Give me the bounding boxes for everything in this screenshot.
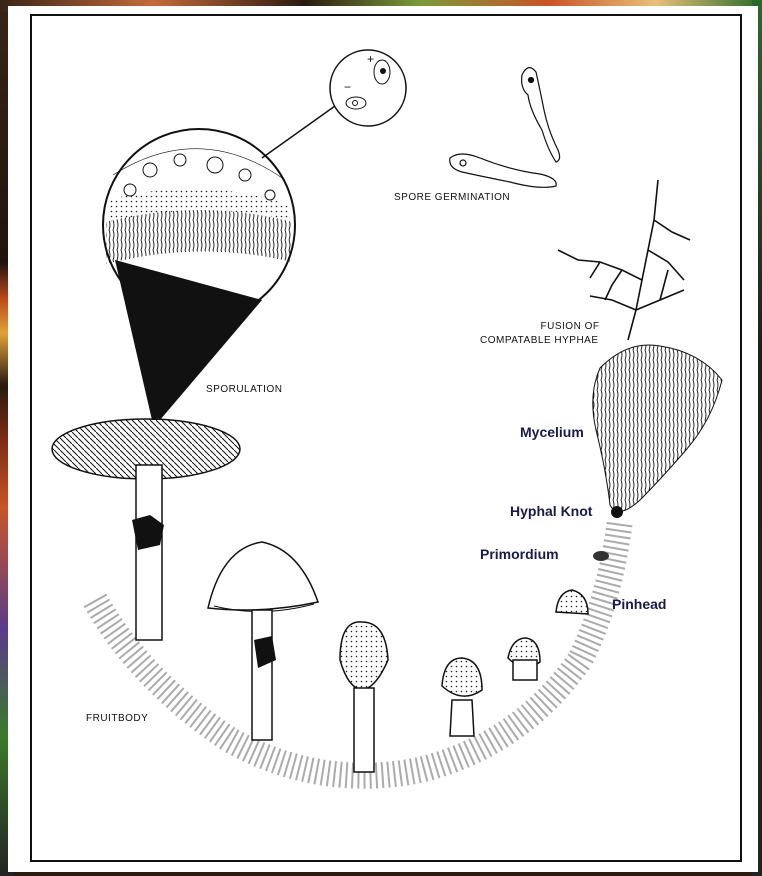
primordium-label: Primordium: [480, 546, 559, 562]
pinhead-label: Pinhead: [612, 596, 666, 612]
hyphal-knot-drawing: [611, 506, 623, 518]
hyphal-knot-label: Hyphal Knot: [510, 503, 592, 519]
pinhead-drawing: [556, 590, 588, 614]
branching-hyphae: [558, 180, 690, 340]
primordium-drawing: [593, 551, 609, 561]
mycelium-mass: [593, 345, 722, 511]
minus-mating-type-label: −: [344, 80, 352, 95]
fruitbody-label: FRUITBODY: [86, 711, 148, 726]
mycelium-label: Mycelium: [520, 424, 584, 440]
fusion-label-line2: COMPATABLE HYPHAE: [480, 333, 599, 348]
button-stage-mushroom: [340, 622, 388, 772]
young-mushroom: [442, 658, 482, 736]
plus-mating-type-label: +: [367, 52, 375, 67]
spore-germination-label: SPORE GERMINATION: [394, 190, 510, 205]
fusion-label-line1: FUSION OF: [510, 319, 630, 334]
zoom-connector-line: [262, 106, 335, 158]
germinating-spores: [450, 68, 560, 188]
small-mushroom: [508, 638, 540, 680]
opening-mushroom: [208, 542, 318, 740]
sporulation-label: SPORULATION: [206, 382, 282, 397]
